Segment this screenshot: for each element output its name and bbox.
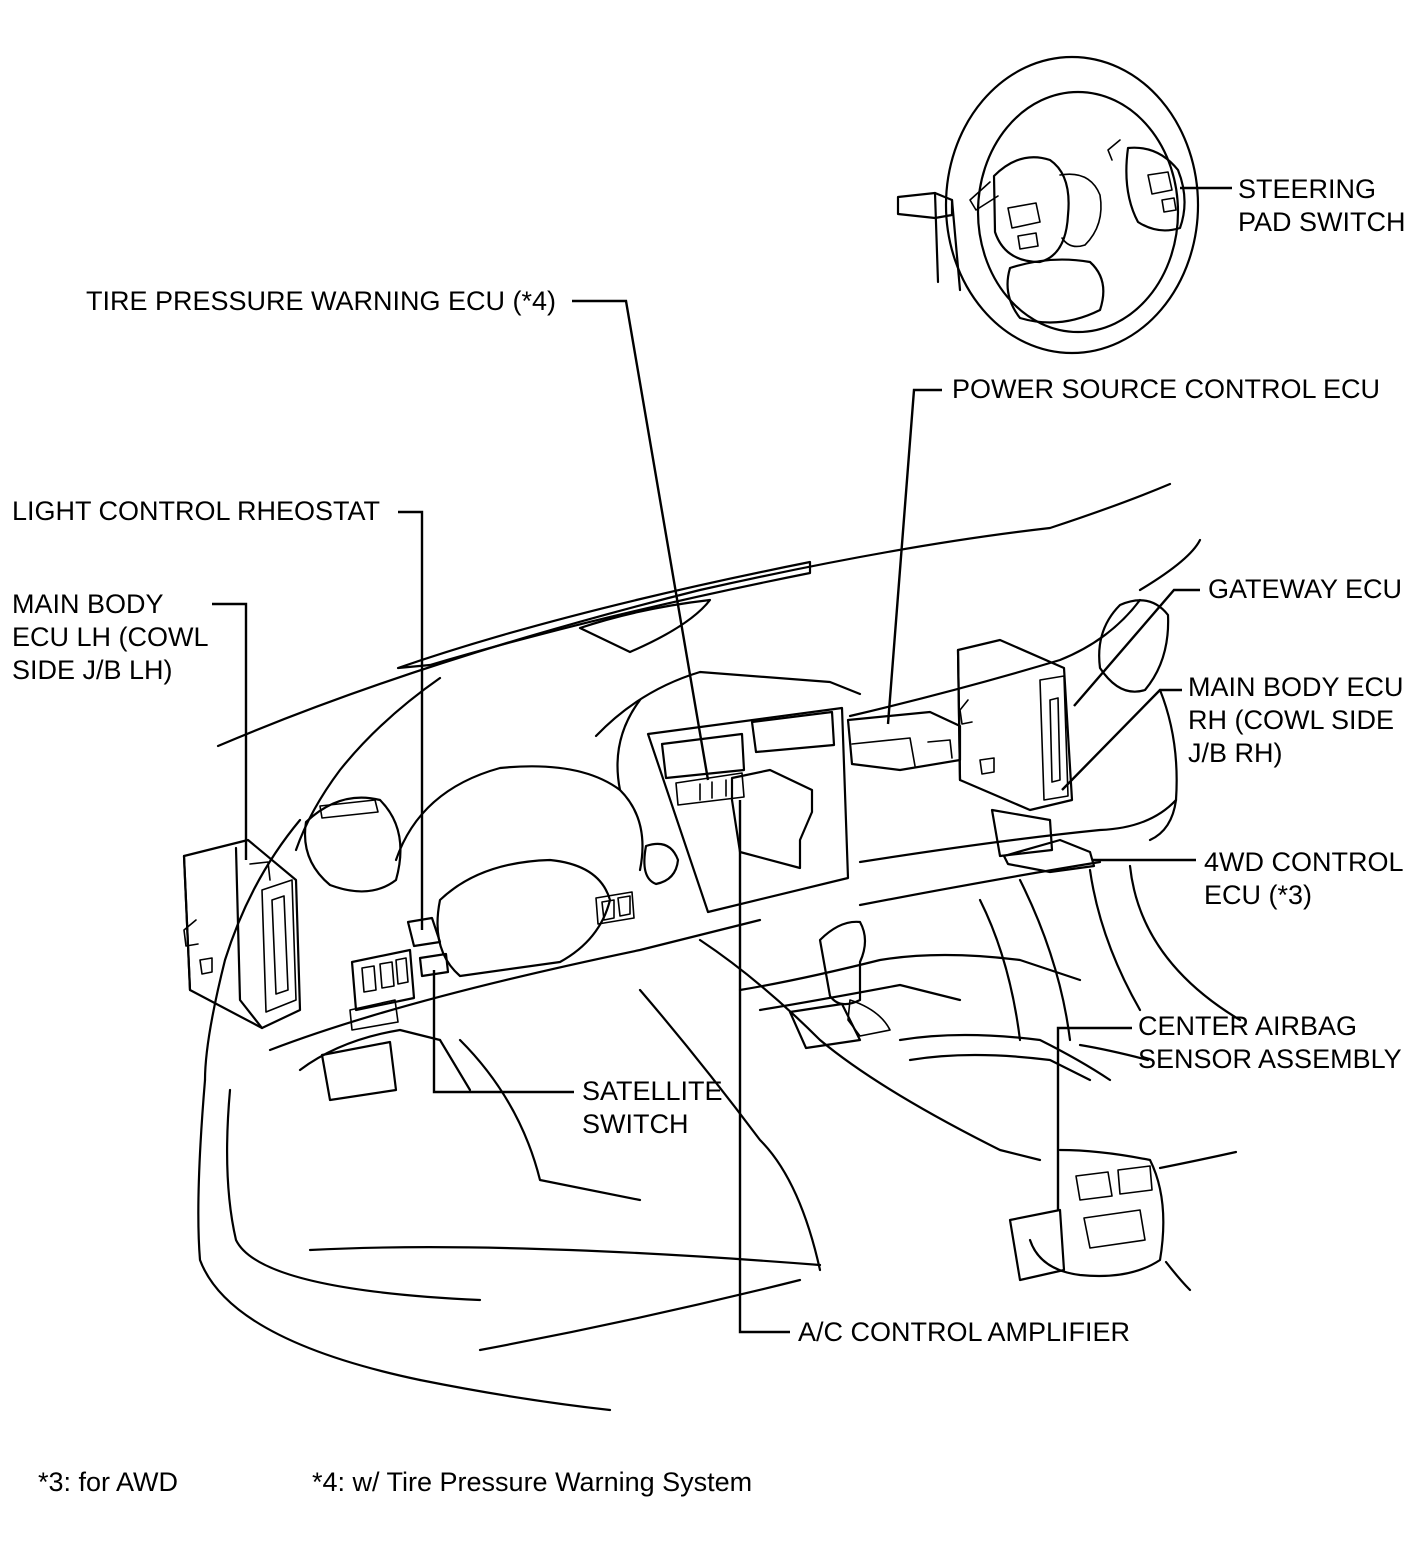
- footnote-3: *3: for AWD: [38, 1467, 179, 1497]
- leader-ac-control-amplifier: [738, 800, 790, 1334]
- leader-main-body-ecu-lh: [212, 602, 248, 860]
- label-light-control-rheostat: LIGHT CONTROL RHEOSTAT: [12, 496, 381, 526]
- label-tire-pressure-warning-ecu: TIRE PRESSURE WARNING ECU (*4): [86, 286, 557, 316]
- leader-satellite-switch: [432, 970, 574, 1094]
- main-body-ecu-lh-illustration: [182, 838, 302, 1030]
- label-power-source-control-ecu: POWER SOURCE CONTROL ECU: [952, 374, 1381, 404]
- label-steering-pad-switch: STEERING PAD SWITCH: [1238, 174, 1406, 237]
- leader-light-control-rheostat: [398, 510, 424, 930]
- label-gateway-ecu: GATEWAY ECU: [1208, 574, 1403, 604]
- label-main-body-ecu-rh: MAIN BODY ECU RH (COWL SIDE J/B RH): [1188, 672, 1404, 768]
- label-4wd-control-ecu: 4WD CONTROL ECU (*3): [1204, 847, 1404, 910]
- leader-power-source-control-ecu: [886, 388, 942, 725]
- leader-tire-pressure-warning-ecu: [572, 299, 710, 781]
- label-satellite-switch: SATELLITE SWITCH: [582, 1076, 723, 1139]
- steering-wheel-illustration: [896, 55, 1200, 355]
- label-ac-control-amplifier: A/C CONTROL AMPLIFIER: [798, 1317, 1131, 1347]
- footnote-4: *4: w/ Tire Pressure Warning System: [312, 1467, 753, 1497]
- leader-center-airbag-sensor: [1056, 1026, 1132, 1210]
- leader-main-body-ecu-rh: [1061, 688, 1182, 791]
- label-center-airbag-sensor-assembly: CENTER AIRBAG SENSOR ASSEMBLY: [1138, 1011, 1402, 1074]
- leader-gateway-ecu: [1073, 588, 1200, 707]
- main-body-ecu-rh-illustration: [956, 638, 1096, 874]
- label-main-body-ecu-lh: MAIN BODY ECU LH (COWL SIDE J/B LH): [12, 589, 209, 685]
